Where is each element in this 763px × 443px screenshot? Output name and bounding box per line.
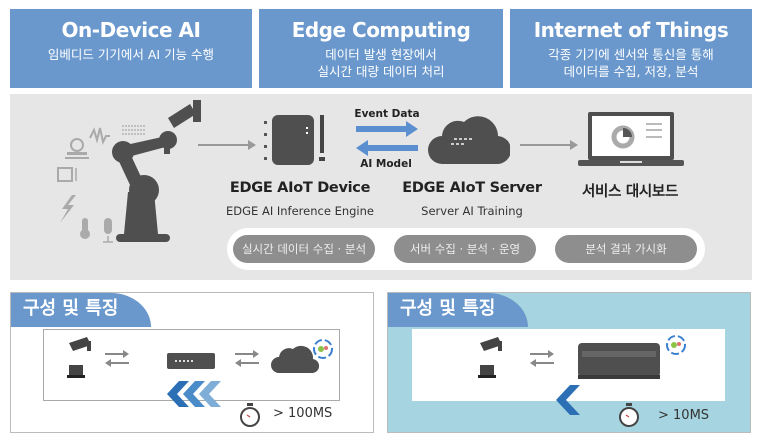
- subtitle-line: 데이터 발생 현장에서: [325, 47, 437, 62]
- slow-chevrons-icon: [167, 381, 221, 407]
- device-title: EDGE AIoT Device: [229, 180, 371, 196]
- latency-label: > 10MS: [658, 408, 710, 423]
- panel-edge-config: 구성 및 특징 > 10MS: [387, 292, 751, 433]
- microphone-icon: [103, 218, 113, 243]
- dashboard-title: 서비스 대시보드: [581, 184, 679, 200]
- vibration-icon: [89, 127, 110, 145]
- ai-cycle-icon: [313, 339, 333, 359]
- electricity-icon: [60, 195, 76, 223]
- bidirectional-arrow-icon: [356, 121, 418, 156]
- noise-icon: [122, 125, 146, 135]
- arrow-right-icon: [520, 140, 578, 150]
- stage-pill-realtime: 실시간 데이터 수집 · 분석: [233, 235, 375, 263]
- fast-chevron-icon: [556, 385, 580, 415]
- event-data-label: Event Data: [354, 108, 420, 120]
- robot-arm-icon: [57, 100, 201, 243]
- header-subtitle: 임베디드 기기에서 AI 기능 수행: [47, 47, 215, 62]
- edge-server-box-icon: [578, 343, 660, 379]
- device-subtitle: EDGE AI Inference Engine: [226, 204, 374, 218]
- header-title: On-Device AI: [61, 18, 201, 42]
- header-iot: Internet of Things 각종 기기에 센서와 통신을 통해 데이터…: [510, 9, 752, 88]
- alarm-icon: [478, 365, 496, 378]
- temperature-icon: [80, 218, 90, 239]
- header-subtitle: 각종 기기에 센서와 통신을 통해 데이터를 수집, 저장, 분석: [510, 46, 752, 80]
- server-title: EDGE AIoT Server: [402, 180, 542, 196]
- ai-model-label: AI Model: [360, 158, 412, 170]
- cloud-server-icon: [428, 116, 510, 165]
- cctv-icon: [480, 337, 502, 351]
- camera-icon: [168, 104, 196, 128]
- cctv-icon: [69, 337, 91, 351]
- header-subtitle: 데이터 발생 현장에서 실시간 대량 데이터 처리: [259, 46, 503, 80]
- pressure-icon: [65, 138, 89, 159]
- exchange-arrow-icon: [105, 350, 129, 367]
- arrow-right-icon: [198, 140, 256, 150]
- laptop-dashboard-icon: [578, 112, 684, 166]
- subtitle-line: 실시간 대량 데이터 처리: [317, 64, 445, 79]
- stopwatch-icon: [240, 403, 260, 427]
- header-title: Internet of Things: [533, 18, 729, 42]
- cloud-icon: [271, 345, 320, 374]
- exchange-arrow-icon: [235, 350, 259, 367]
- server-subtitle: Server AI Training: [421, 204, 523, 218]
- header-title: Edge Computing: [291, 18, 471, 42]
- subtitle-line: 각종 기기에 센서와 통신을 통해: [548, 47, 714, 62]
- panel-2-diagram-icons: [478, 335, 686, 379]
- stage-pill-bar: 실시간 데이터 수집 · 분석 서버 수집 · 분석 · 운영 분석 결과 가시…: [227, 228, 705, 270]
- header-on-device-ai: On-Device AI 임베디드 기기에서 AI 기능 수행: [10, 9, 252, 88]
- stage-pill-visualization: 분석 결과 가시화: [555, 235, 697, 263]
- panel-1-diagram-icons: [67, 337, 333, 378]
- ai-cycle-icon: [666, 335, 686, 355]
- exchange-arrow-icon: [530, 350, 554, 367]
- stage-pill-server: 서버 수집 · 분석 · 운영: [394, 235, 536, 263]
- subtitle-line: 데이터를 수집, 저장, 분석: [563, 64, 699, 79]
- panel-tab: 구성 및 특징: [11, 293, 151, 327]
- latency-label: > 100MS: [273, 406, 333, 421]
- panel-cloud-config: 구성 및 특징 > 100MS: [10, 292, 374, 433]
- size-icon: [57, 167, 77, 182]
- header-edge-computing: Edge Computing 데이터 발생 현장에서 실시간 대량 데이터 처리: [259, 9, 503, 88]
- stopwatch-icon: [619, 403, 639, 427]
- gateway-icon: [167, 353, 215, 369]
- alarm-icon: [67, 365, 85, 378]
- panel-tab: 구성 및 특징: [388, 293, 528, 327]
- edge-device-icon: [264, 115, 325, 165]
